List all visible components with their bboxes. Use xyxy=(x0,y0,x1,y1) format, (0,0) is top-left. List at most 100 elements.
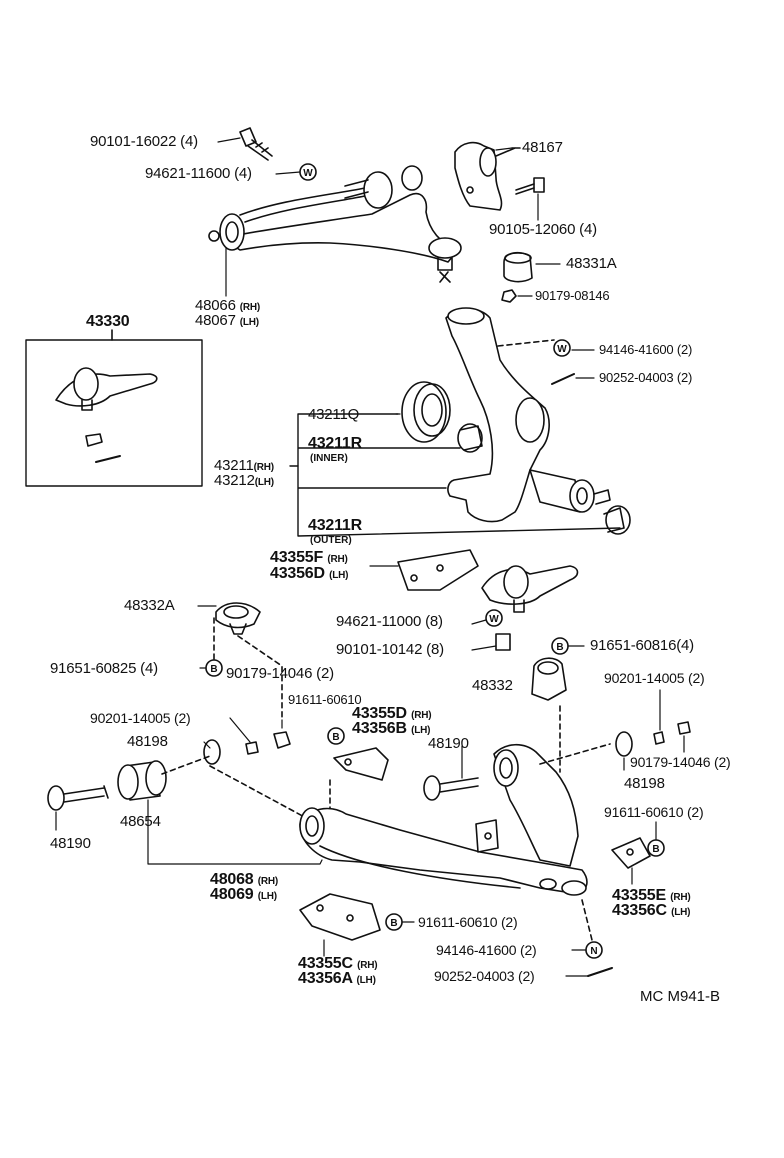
label-90201-14005-left: 90201-14005 (2) xyxy=(90,710,191,726)
label-48331A: 48331A xyxy=(566,255,617,272)
label-43355E-side: (RH) xyxy=(670,892,691,903)
label-48068-side: (RH) xyxy=(257,876,279,887)
label-91651-60816: 91651-60816(4) xyxy=(590,637,694,654)
steering-knuckle xyxy=(445,307,611,523)
label-90201-14005-right: 90201-14005 (2) xyxy=(604,670,705,686)
label-43211-side: (RH) xyxy=(253,462,275,473)
bracket-43355E xyxy=(611,837,651,869)
label-43356D-number: 43356D xyxy=(270,565,325,582)
label-48332A: 48332A xyxy=(124,597,175,614)
label-43355D-side: (RH) xyxy=(411,710,432,721)
label-48067-side: (LH) xyxy=(239,317,259,328)
label-43211R-inner-sub: (INNER) xyxy=(310,453,348,464)
label-43355F-number: 43355F xyxy=(270,549,324,566)
bolt-marker: B xyxy=(556,642,563,653)
label-43355C: 43355C (RH) xyxy=(298,955,378,974)
nut-90179-08146 xyxy=(501,289,517,303)
lower-ball-joint xyxy=(481,565,579,613)
label-90101-10142: 90101-10142 (8) xyxy=(336,641,444,658)
bump-stopper-48331A xyxy=(503,251,533,283)
label-48066-number: 48066 xyxy=(195,297,236,314)
label-91651-60825: 91651-60825 (4) xyxy=(50,660,158,677)
label-90252-04003-bottom: 90252-04003 (2) xyxy=(434,968,535,984)
bolt-48190-mid xyxy=(423,775,479,801)
label-90179-14046-left: 90179-14046 (2) xyxy=(226,665,334,682)
bolt-90105-12060 xyxy=(515,177,545,195)
bracket-43355C xyxy=(299,893,381,941)
label-94146-41600-top: 94146-41600 (2) xyxy=(599,342,693,357)
label-43355F-side: (RH) xyxy=(327,554,348,565)
washer-marker: W xyxy=(557,344,567,355)
label-43356B-number: 43356B xyxy=(352,720,407,737)
bolt-90101-16022 xyxy=(239,127,273,161)
label-48198-right: 48198 xyxy=(624,775,665,792)
label-43212: 43212(LH) xyxy=(214,473,274,491)
label-48067: 48067 (LH) xyxy=(195,313,259,331)
bolt-marker: B xyxy=(652,844,659,855)
label-48654: 48654 xyxy=(120,813,161,830)
label-48069: 48069 (LH) xyxy=(210,887,277,905)
label-48068: 48068 (RH) xyxy=(210,872,278,890)
label-43355E: 43355E (RH) xyxy=(612,888,691,906)
label-90179-14046-right: 90179-14046 (2) xyxy=(630,754,731,770)
label-48167: 48167 xyxy=(522,139,563,156)
lower-control-arm xyxy=(299,743,588,896)
label-48069-side: (LH) xyxy=(257,891,277,902)
label-91611-60610-right: 91611-60610 (2) xyxy=(604,804,704,820)
label-43356D-side: (LH) xyxy=(329,570,349,581)
label-43356B: 43356B (LH) xyxy=(352,720,431,739)
leader-lines xyxy=(55,137,685,977)
label-43211Q: 43211Q xyxy=(308,406,360,423)
nut-marker: N xyxy=(590,946,597,957)
label-48068-number: 48068 xyxy=(210,871,254,888)
label-43211R-outer: 43211R xyxy=(308,517,362,534)
label-90105-12060: 90105-12060 (4) xyxy=(489,221,597,238)
label-90252-04003-top: 90252-04003 (2) xyxy=(599,370,693,385)
label-94146-41600-bottom: 94146-41600 (2) xyxy=(436,942,537,958)
bump-stopper-48332A xyxy=(215,602,261,635)
label-43355E-number: 43355E xyxy=(612,887,666,904)
diagram-code: MC M941-B xyxy=(640,988,721,1005)
label-48067-number: 48067 xyxy=(195,312,236,329)
label-43355D-number: 43355D xyxy=(352,705,407,722)
label-48069-number: 48069 xyxy=(210,886,254,903)
bracket-43355F xyxy=(397,549,479,591)
bushing-48654 xyxy=(117,760,167,801)
label-48190-left: 48190 xyxy=(50,835,91,852)
label-94621-11600: 94621-11600 (4) xyxy=(145,165,252,182)
label-48066-side: (RH) xyxy=(239,302,261,313)
upper-control-arm xyxy=(208,165,462,283)
label-43355D: 43355D (RH) xyxy=(352,705,432,724)
label-43356A: 43356A (LH) xyxy=(298,971,376,989)
label-90179-08146: 90179-08146 xyxy=(535,288,610,303)
label-43355C-number: 43355C xyxy=(298,955,353,972)
label-43356C-side: (LH) xyxy=(671,907,691,918)
label-43356C: 43356C (LH) xyxy=(612,902,691,921)
bracket-48167 xyxy=(454,141,521,211)
label-43356A-number: 43356A xyxy=(298,970,353,987)
label-94621-11000: 94621-11000 (8) xyxy=(336,613,443,630)
ball-joint-43330-inset xyxy=(25,339,203,487)
label-43211-number: 43211 xyxy=(214,457,254,474)
label-43356A-side: (LH) xyxy=(356,975,376,986)
bearing-43211R-inner xyxy=(457,423,483,453)
bolt-48190-left xyxy=(47,785,109,811)
label-43212-side: (LH) xyxy=(254,477,274,488)
label-43212-number: 43212 xyxy=(214,472,255,489)
bolt-marker: B xyxy=(390,918,397,929)
label-48332: 48332 xyxy=(472,677,513,694)
label-43211R-inner: 43211R xyxy=(308,435,362,452)
label-43211R-outer-sub: (OUTER) xyxy=(310,535,352,546)
bump-stopper-48332 xyxy=(531,657,567,701)
washer-marker: W xyxy=(489,614,499,625)
label-48190-mid: 48190 xyxy=(428,735,469,752)
label-43356C-number: 43356C xyxy=(612,902,667,919)
label-91611-60610-mid: 91611-60610 xyxy=(288,692,362,707)
label-43355F: 43355F (RH) xyxy=(270,550,348,568)
bolt-marker: B xyxy=(210,664,217,675)
label-43356D: 43356D (LH) xyxy=(270,565,349,584)
bearing-43211R-outer xyxy=(603,505,631,535)
label-43330: 43330 xyxy=(86,313,130,330)
label-48066: 48066 (RH) xyxy=(195,298,260,316)
